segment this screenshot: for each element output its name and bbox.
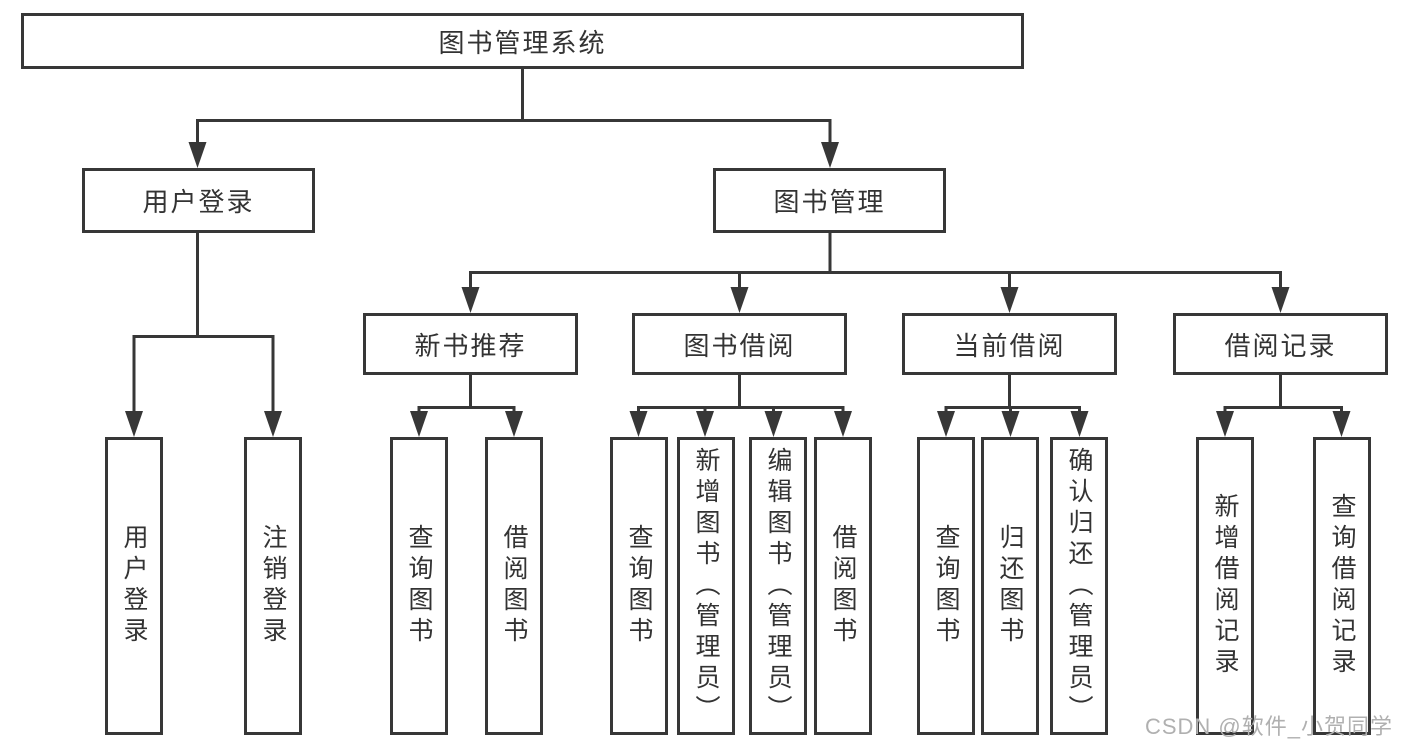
leaf-borrow-books-borrow: 借阅图书 xyxy=(814,437,872,735)
node-borrowing-records: 借阅记录 xyxy=(1173,313,1388,375)
leaf-query-borrow-record: 查询借阅记录 xyxy=(1313,437,1371,735)
node-user-login: 用户登录 xyxy=(82,168,315,233)
node-current-borrowing: 当前借阅 xyxy=(902,313,1117,375)
leaf-return-books: 归还图书 xyxy=(981,437,1039,735)
leaf-edit-books-admin: 编辑图书（管理员） xyxy=(749,437,807,735)
leaf-query-books-current: 查询图书 xyxy=(917,437,975,735)
node-book-borrowing: 图书借阅 xyxy=(632,313,847,375)
arrowhead-icons xyxy=(125,142,1351,437)
node-new-book-recommend: 新书推荐 xyxy=(363,313,578,375)
leaf-add-borrow-record: 新增借阅记录 xyxy=(1196,437,1254,735)
watermark: CSDN @软件_小贺同学 xyxy=(1144,714,1393,739)
leaf-add-books-admin: 新增图书（管理员） xyxy=(677,437,735,735)
leaf-borrow-books-newrec: 借阅图书 xyxy=(485,437,543,735)
node-library-management-system: 图书管理系统 xyxy=(21,13,1024,69)
leaf-confirm-return-admin: 确认归还（管理员） xyxy=(1050,437,1108,735)
node-book-management: 图书管理 xyxy=(713,168,946,233)
leaf-logout-login: 注销登录 xyxy=(244,437,302,735)
leaf-query-books-newrec: 查询图书 xyxy=(390,437,448,735)
leaf-query-books-borrow: 查询图书 xyxy=(610,437,668,735)
leaf-user-login: 用户登录 xyxy=(105,437,163,735)
